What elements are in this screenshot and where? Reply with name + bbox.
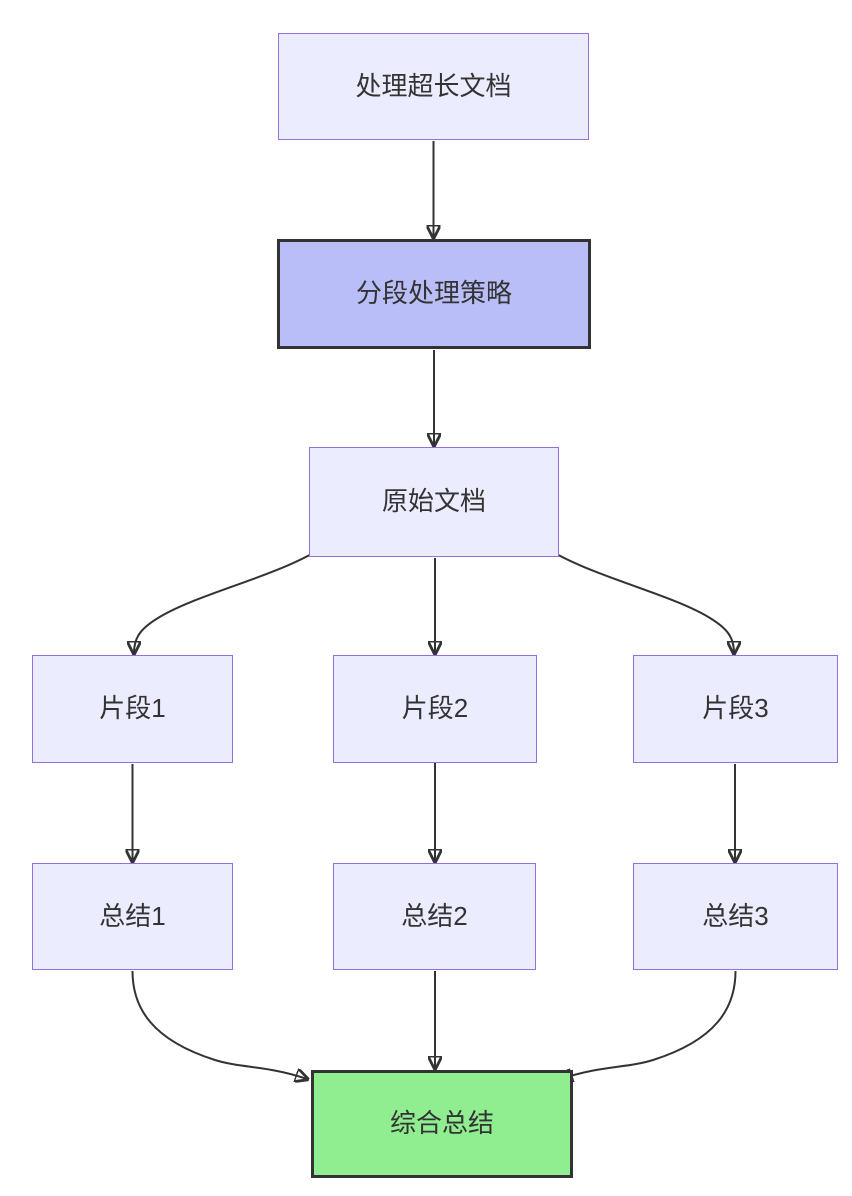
node-summary-3: 总结3 [633,863,838,970]
edge-e1-f [131,970,308,1079]
edge-c-d3 [552,551,734,653]
node-label: 综合总结 [389,1108,494,1139]
node-label: 总结2 [401,900,468,931]
node-segmentation-strategy: 分段处理策略 [277,239,591,349]
node-original-document: 原始文档 [309,447,559,557]
edge-e3-f [561,970,737,1079]
node-fragment-3: 片段3 [633,655,838,763]
node-label: 分段处理策略 [355,278,512,309]
node-summary-2: 总结2 [333,863,536,970]
node-label: 片段3 [702,693,769,724]
node-label: 片段2 [401,693,469,724]
node-label: 总结1 [99,900,166,931]
node-label: 片段1 [99,693,166,724]
node-fragment-1: 片段1 [32,655,233,763]
node-label: 总结3 [702,900,769,931]
node-final-summary: 综合总结 [311,1070,573,1178]
edge-c-d1 [134,551,316,653]
node-fragment-2: 片段2 [333,655,537,763]
node-label: 原始文档 [381,486,486,517]
node-process-long-document: 处理超长文档 [278,33,589,140]
node-label: 处理超长文档 [355,70,512,101]
node-summary-1: 总结1 [32,863,233,970]
